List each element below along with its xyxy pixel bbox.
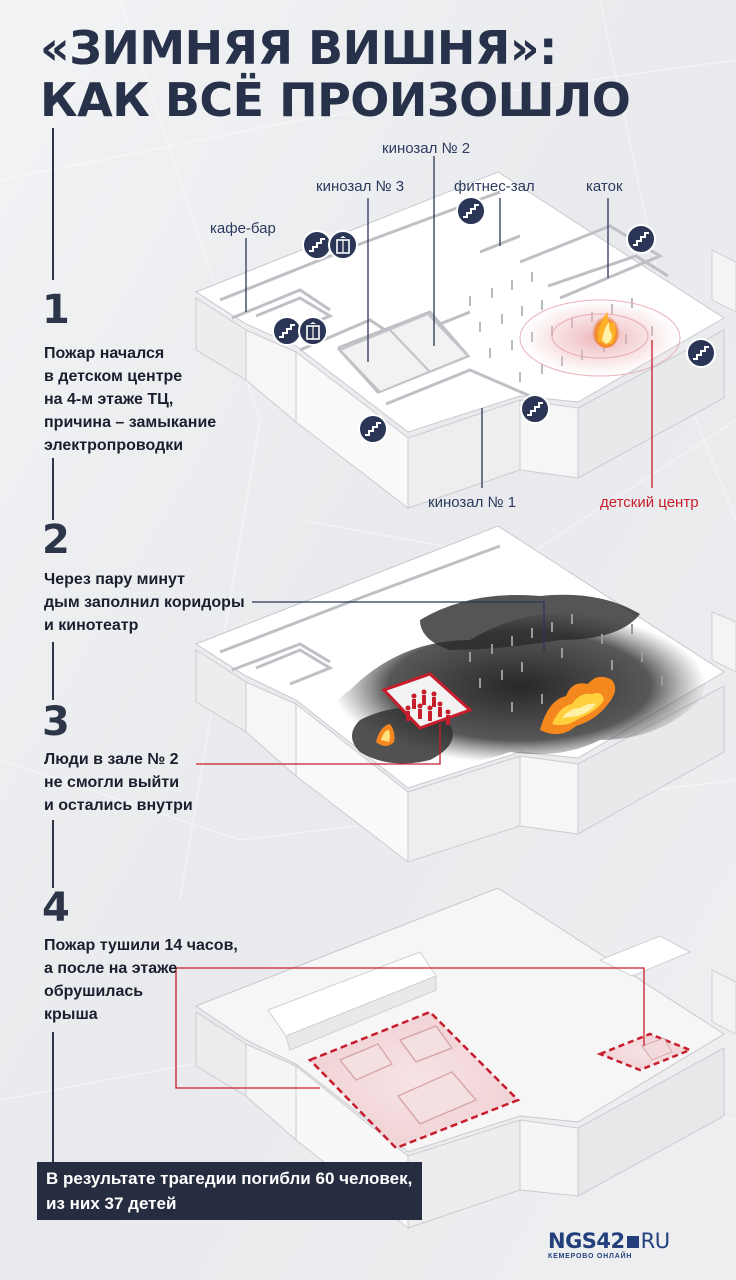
elevator-icon xyxy=(328,230,358,260)
result-box: В результате трагедии погибли 60 человек… xyxy=(37,1162,423,1220)
leader-line-hall-2 xyxy=(196,724,441,765)
leader-lines-floor-1 xyxy=(245,156,609,488)
step-1-line: электропроводки xyxy=(44,437,184,454)
stairs-icon xyxy=(686,338,716,368)
elevator-icon xyxy=(298,316,328,346)
step-4-line: крыша xyxy=(44,1006,98,1023)
result-line: из них 37 детей xyxy=(46,1194,177,1213)
title-line-1: «ЗИМНЯЯ ВИШНЯ»: xyxy=(40,21,557,75)
collapse-area-1 xyxy=(307,1010,521,1150)
step-2-number: 2 xyxy=(42,517,70,563)
collapse-area-2 xyxy=(596,1032,694,1072)
floor-plan-1 xyxy=(194,171,736,510)
timeline-line xyxy=(52,642,54,700)
logo-wordmark: NGS42 RU xyxy=(548,1230,670,1252)
step-2-line: дым заполнил коридоры xyxy=(44,594,245,611)
logo-main: NGS42 xyxy=(548,1229,625,1253)
stairs-icon xyxy=(456,196,486,226)
step-4-line: Пожар тушили 14 часов, xyxy=(44,937,238,954)
step-4-line: обрушилась xyxy=(44,983,144,1000)
timeline-line xyxy=(52,1032,54,1164)
step-1-text: Пожар начался в детском центре на 4-м эт… xyxy=(44,342,216,457)
stairs-icon xyxy=(358,414,388,444)
step-1-line: Пожар начался xyxy=(44,345,165,362)
step-3-text: Люди в зале № 2 не смогли выйти и остали… xyxy=(44,748,193,817)
logo-square-icon xyxy=(626,1236,639,1248)
fire-icon xyxy=(592,312,620,348)
title-line-2: КАК ВСЁ ПРОИЗОШЛО xyxy=(40,73,631,127)
step-4-line: а после на этаже xyxy=(44,960,178,977)
label-cafe-bar: кафе-бар xyxy=(210,220,276,237)
trapped-people xyxy=(405,689,451,725)
label-rink: каток xyxy=(586,178,623,195)
stairs-icon xyxy=(520,394,550,424)
timeline-line xyxy=(52,128,54,280)
step-3-line: не смогли выйти xyxy=(44,774,180,791)
timeline-line xyxy=(52,820,54,888)
logo-subtitle: КЕМЕРОВО ОНЛАЙН xyxy=(548,1253,633,1260)
leader-line-smoke xyxy=(252,601,545,652)
result-line: В результате трагедии погибли 60 человек… xyxy=(46,1169,413,1188)
leader-line-collapse-2 xyxy=(176,967,645,1046)
label-kids-center: детский центр xyxy=(600,494,699,511)
logo-suffix: RU xyxy=(640,1229,670,1253)
label-fitness: фитнес-зал xyxy=(454,178,535,195)
brand-logo: NGS42 RU КЕМЕРОВО ОНЛАЙН xyxy=(548,1230,670,1261)
stairs-icon xyxy=(272,316,302,346)
leader-line-collapse xyxy=(175,968,320,1089)
label-cinema-3: кинозал № 3 xyxy=(316,178,405,195)
step-1-line: в детском центре xyxy=(44,368,183,385)
step-3-line: и остались внутри xyxy=(44,797,193,814)
step-2-text: Через пару минут дым заполнил коридоры и… xyxy=(44,568,245,637)
page-title: «ЗИМНЯЯ ВИШНЯ»: КАК ВСЁ ПРОИЗОШЛО xyxy=(40,21,631,127)
label-cinema-1: кинозал № 1 xyxy=(428,494,517,511)
fire-icon xyxy=(540,676,616,735)
step-2-line: Через пару минут xyxy=(44,571,185,588)
stairs-icon xyxy=(626,224,656,254)
floor-plan-3 xyxy=(194,887,736,1230)
step-3-line: Люди в зале № 2 xyxy=(44,751,179,768)
fire-icon xyxy=(376,724,395,746)
step-4-text: Пожар тушили 14 часов, а после на этаже … xyxy=(44,934,238,1026)
step-1-line: на 4-м этаже ТЦ, xyxy=(44,391,174,408)
step-1-number: 1 xyxy=(42,287,70,333)
step-4-number: 4 xyxy=(42,885,70,931)
timeline-line xyxy=(52,458,54,520)
step-2-line: и кинотеатр xyxy=(44,617,139,634)
label-cinema-2: кинозал № 2 xyxy=(382,140,471,157)
floor-plan-2 xyxy=(194,525,736,864)
step-1-line: причина – замыкание xyxy=(44,414,217,431)
step-3-number: 3 xyxy=(42,699,70,745)
